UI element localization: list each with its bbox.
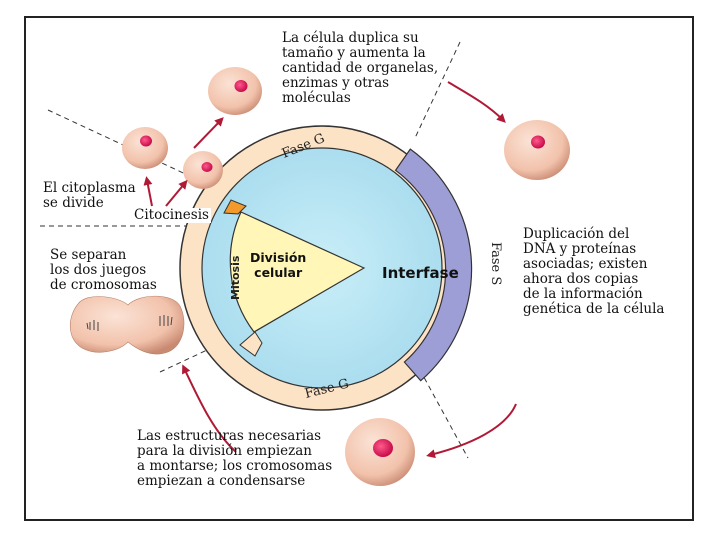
arrow-to-top-cell	[193, 117, 224, 149]
arrow-bottom-right-curve	[426, 403, 517, 459]
label-top-growth: La célula duplica su tamaño y aumenta la…	[282, 30, 439, 106]
cycle-arrow-top	[223, 199, 247, 215]
phase-s-band	[394, 148, 473, 382]
arrow-cytoplasm-up	[143, 176, 153, 207]
dividing-cell	[69, 295, 185, 355]
arrow-growth-curve	[447, 81, 506, 123]
phase-s-label: Fase S	[488, 242, 503, 285]
mitosis-label: Mitosis	[229, 255, 242, 300]
label-cell-division: División celular	[250, 250, 307, 280]
label-chromosomes-separate: Se separan los dos juegos de cromosomas	[50, 247, 157, 293]
chromosome-set-right	[159, 315, 173, 326]
cell-bottom	[345, 418, 415, 486]
interphase-label: Interfase	[382, 264, 459, 282]
cell-large-right	[504, 120, 570, 180]
cycle-arrow-bottom	[239, 331, 263, 357]
arrow-bottom-left-curve	[182, 364, 237, 453]
cell-small-center	[183, 151, 223, 189]
arrow-cytoplasm-center	[165, 179, 188, 207]
label-dna-duplication: Duplicación del DNA y proteínas asociada…	[523, 226, 665, 317]
cell-top-middle	[208, 67, 262, 115]
division-wedge	[229, 211, 366, 333]
label-bottom-preparation: Las estructuras necesarias para la divis…	[137, 428, 333, 489]
label-cytoplasm-divides: El citoplasma se divide	[43, 180, 136, 211]
chromosome-set-left	[86, 320, 99, 331]
dashed-guide-bottom-right	[419, 369, 469, 459]
cell-top-left	[122, 127, 168, 169]
label-cytokinesis: Citocinesis	[132, 207, 211, 223]
